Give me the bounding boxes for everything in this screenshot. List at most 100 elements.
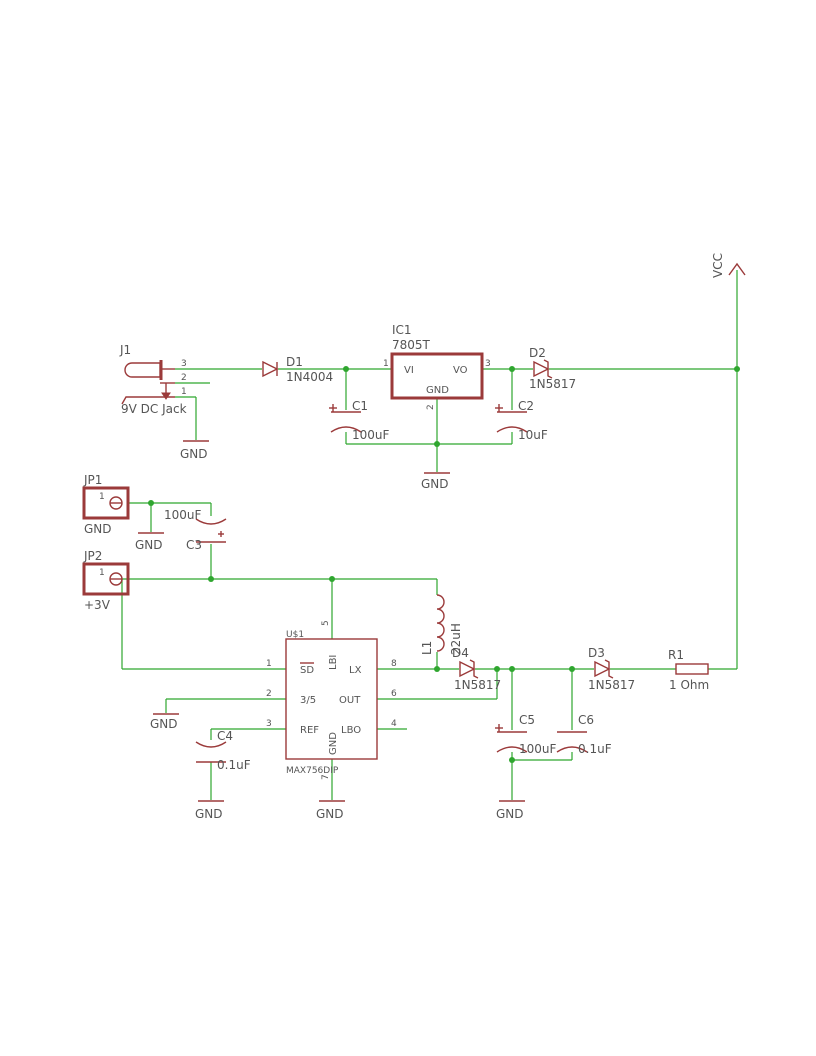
c3-name: C3 [186,538,202,552]
r1-value: 1 Ohm [669,678,709,692]
l1-name: L1 [420,641,434,655]
c4-capacitor: C4 0.1uF [195,729,251,772]
c4-name: C4 [217,729,233,743]
wires [121,270,738,800]
c1-value: 100uF [352,428,390,442]
junction-dot [509,757,515,763]
d4-schottky-diode: D4 1N5817 [452,646,501,692]
jp2-jumper: JP2 1 +3V [82,549,130,612]
jp1-label: GND [84,522,112,536]
c2-name: C2 [518,399,534,413]
jp1-jumper: JP1 1 GND [82,473,130,536]
c6-capacitor: C6 0.1uF [556,713,612,756]
u1-pin1: 1 [266,659,272,669]
c5-capacitor: C5 100uF [495,713,557,756]
gnd-label: GND [421,477,449,491]
u1-name: U$1 [286,630,304,640]
junction-dot [343,366,349,372]
u1-pin-sd: SD [300,665,314,676]
d2-value: 1N5817 [529,377,576,391]
vcc-symbol: VCC [711,253,746,278]
u1-pin5: 5 [321,620,331,626]
junction-dot [734,366,740,372]
gnd-symbol: GND [150,713,179,731]
r1-resistor: R1 1 Ohm [668,648,709,692]
u1-pin3: 3 [266,719,272,729]
l1-inductor: L1 22uH [420,594,463,655]
u1-pin2: 2 [266,689,272,699]
ic1-name: IC1 [392,323,412,337]
junction-dot [329,576,335,582]
ic1-pin1: 1 [383,359,389,369]
c1-capacitor: C1 100uF [329,399,390,442]
d2-schottky-diode: D2 1N5817 [529,346,576,391]
jp2-name: JP2 [83,549,102,563]
ic1-pin-gnd: GND [426,385,449,396]
c5-name: C5 [519,713,535,727]
junctions [148,366,740,763]
gnd-symbol: GND [135,532,164,552]
gnd-symbol: GND [316,800,345,821]
ic1-pin3: 3 [485,359,491,369]
j1-value: 9V DC Jack [121,402,187,416]
u1-pin-lx: LX [349,665,362,676]
u1-pin-lbi: LBI [328,655,339,670]
c5-value: 100uF [519,742,557,756]
d1-name: D1 [286,355,303,369]
ic1-pin-vi: VI [404,365,414,376]
ic1-pin2: 2 [426,404,436,410]
u1-value: MAX756DIP [286,766,339,776]
gnd-label: GND [150,717,178,731]
d1-value: 1N4004 [286,370,333,384]
d3-schottky-diode: D3 1N5817 [588,646,635,692]
junction-dot [434,666,440,672]
d1-diode: D1 1N4004 [262,355,333,384]
j1-pin2: 2 [181,373,187,383]
d4-value: 1N5817 [454,678,501,692]
j1-pin3: 3 [181,359,187,369]
d4-name: D4 [452,646,469,660]
u1-pin8: 8 [391,659,397,669]
ic1-regulator: IC1 7805T VI VO GND 1 3 2 [383,323,491,410]
jp2-label: +3V [84,598,111,612]
r1-name: R1 [668,648,684,662]
gnd-label: GND [195,807,223,821]
d3-value: 1N5817 [588,678,635,692]
jp1-pin: 1 [99,492,105,502]
junction-dot [148,500,154,506]
c6-name: C6 [578,713,594,727]
c2-capacitor: C2 10uF [495,399,548,442]
vcc-label: VCC [711,253,725,278]
u1-pin-35: 3/5 [300,695,316,706]
c4-value: 0.1uF [217,758,251,772]
jp1-name: JP1 [83,473,102,487]
gnd-symbol: GND [180,440,209,461]
ic1-pin-vo: VO [453,365,468,376]
j1-name: J1 [119,343,131,357]
gnd-label: GND [496,807,524,821]
u1-pin7: 7 [321,774,331,780]
gnd-label: GND [316,807,344,821]
j1-dc-jack: J1 3 2 1 9V DC Jack [119,343,187,416]
junction-dot [208,576,214,582]
c6-value: 0.1uF [578,742,612,756]
c3-value: 100uF [164,508,202,522]
gnd-label: GND [180,447,208,461]
gnd-symbol: GND [195,800,224,821]
d3-name: D3 [588,646,605,660]
junction-dot [569,666,575,672]
junction-dot [509,366,515,372]
u1-pin-ref: REF [300,725,319,736]
l1-value: 22uH [449,623,463,655]
u1-pin-out: OUT [339,695,361,706]
j1-pin1: 1 [181,387,187,397]
c3-capacitor: 100uF C3 [164,508,227,552]
gnd-symbol: GND [496,800,525,821]
gnd-label: GND [135,538,163,552]
gnd-symbol: GND [421,472,450,491]
u1-pin-lbo: LBO [341,725,361,736]
junction-dot [434,441,440,447]
c1-name: C1 [352,399,368,413]
u1-pin6: 6 [391,689,397,699]
